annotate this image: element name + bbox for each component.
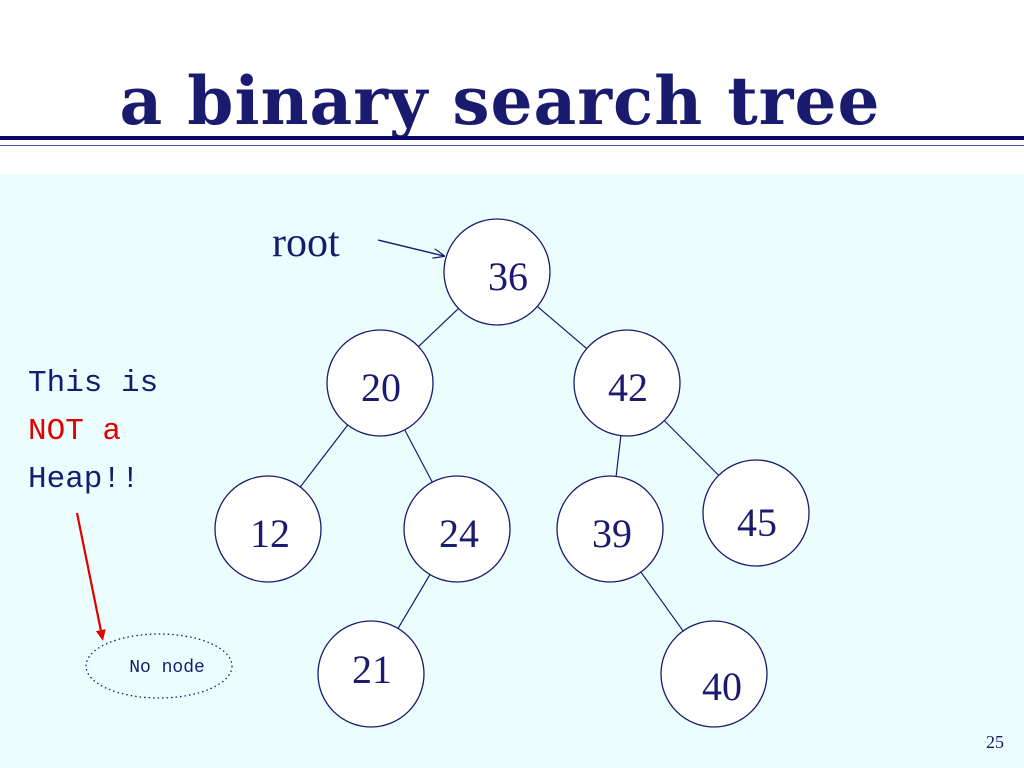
tree-node-label-21: 21 [352,647,392,692]
no-node-ellipse [85,633,233,699]
no-node-arrow [75,512,106,641]
tree-node-label-40: 40 [702,664,742,709]
tree-node-21 [317,620,425,728]
not-a-heap-note: This is NOT a Heap!! [28,360,158,504]
edge-36-20 [418,308,459,347]
tree-node-label-42: 42 [608,365,648,410]
no-node-label: No node [129,658,205,678]
edge-20-24 [404,429,433,483]
tree-node-45 [702,459,810,567]
tree-node-36 [443,218,551,326]
tree-node-label-36: 36 [488,254,528,299]
edge-36-42 [536,305,588,350]
edge-20-12 [299,424,349,488]
root-arrow [377,239,444,256]
tree-nodes: 36 20 42 12 24 39 45 21 40 [214,218,810,728]
tree-node-label-39: 39 [592,511,632,556]
note-line-3: Heap!! [28,462,140,497]
slide-title: a binary search tree [119,62,881,140]
tree-node-label-45: 45 [737,500,777,545]
tree-node-24 [403,475,511,583]
note-line-2: NOT a [28,414,122,449]
tree-node-39 [556,475,664,583]
tree-node-label-12: 12 [250,511,290,556]
tree-node-20 [326,329,434,437]
tree-node-40 [660,620,768,728]
tree-node-42 [573,329,681,437]
tree-edges [299,305,720,632]
tree-node-label-24: 24 [439,511,479,556]
tree-node-12 [214,475,322,583]
title-rule-thin [0,145,1024,146]
edge-24-21 [397,574,431,629]
title-rule-thick [0,136,1024,140]
slide-number: 25 [986,732,1004,752]
note-line-1: This is [28,366,159,401]
edge-42-45 [663,420,720,476]
tree-node-label-20: 20 [361,365,401,410]
root-label: root [272,220,340,266]
edge-42-39 [615,435,622,477]
edge-39-40 [640,571,684,632]
